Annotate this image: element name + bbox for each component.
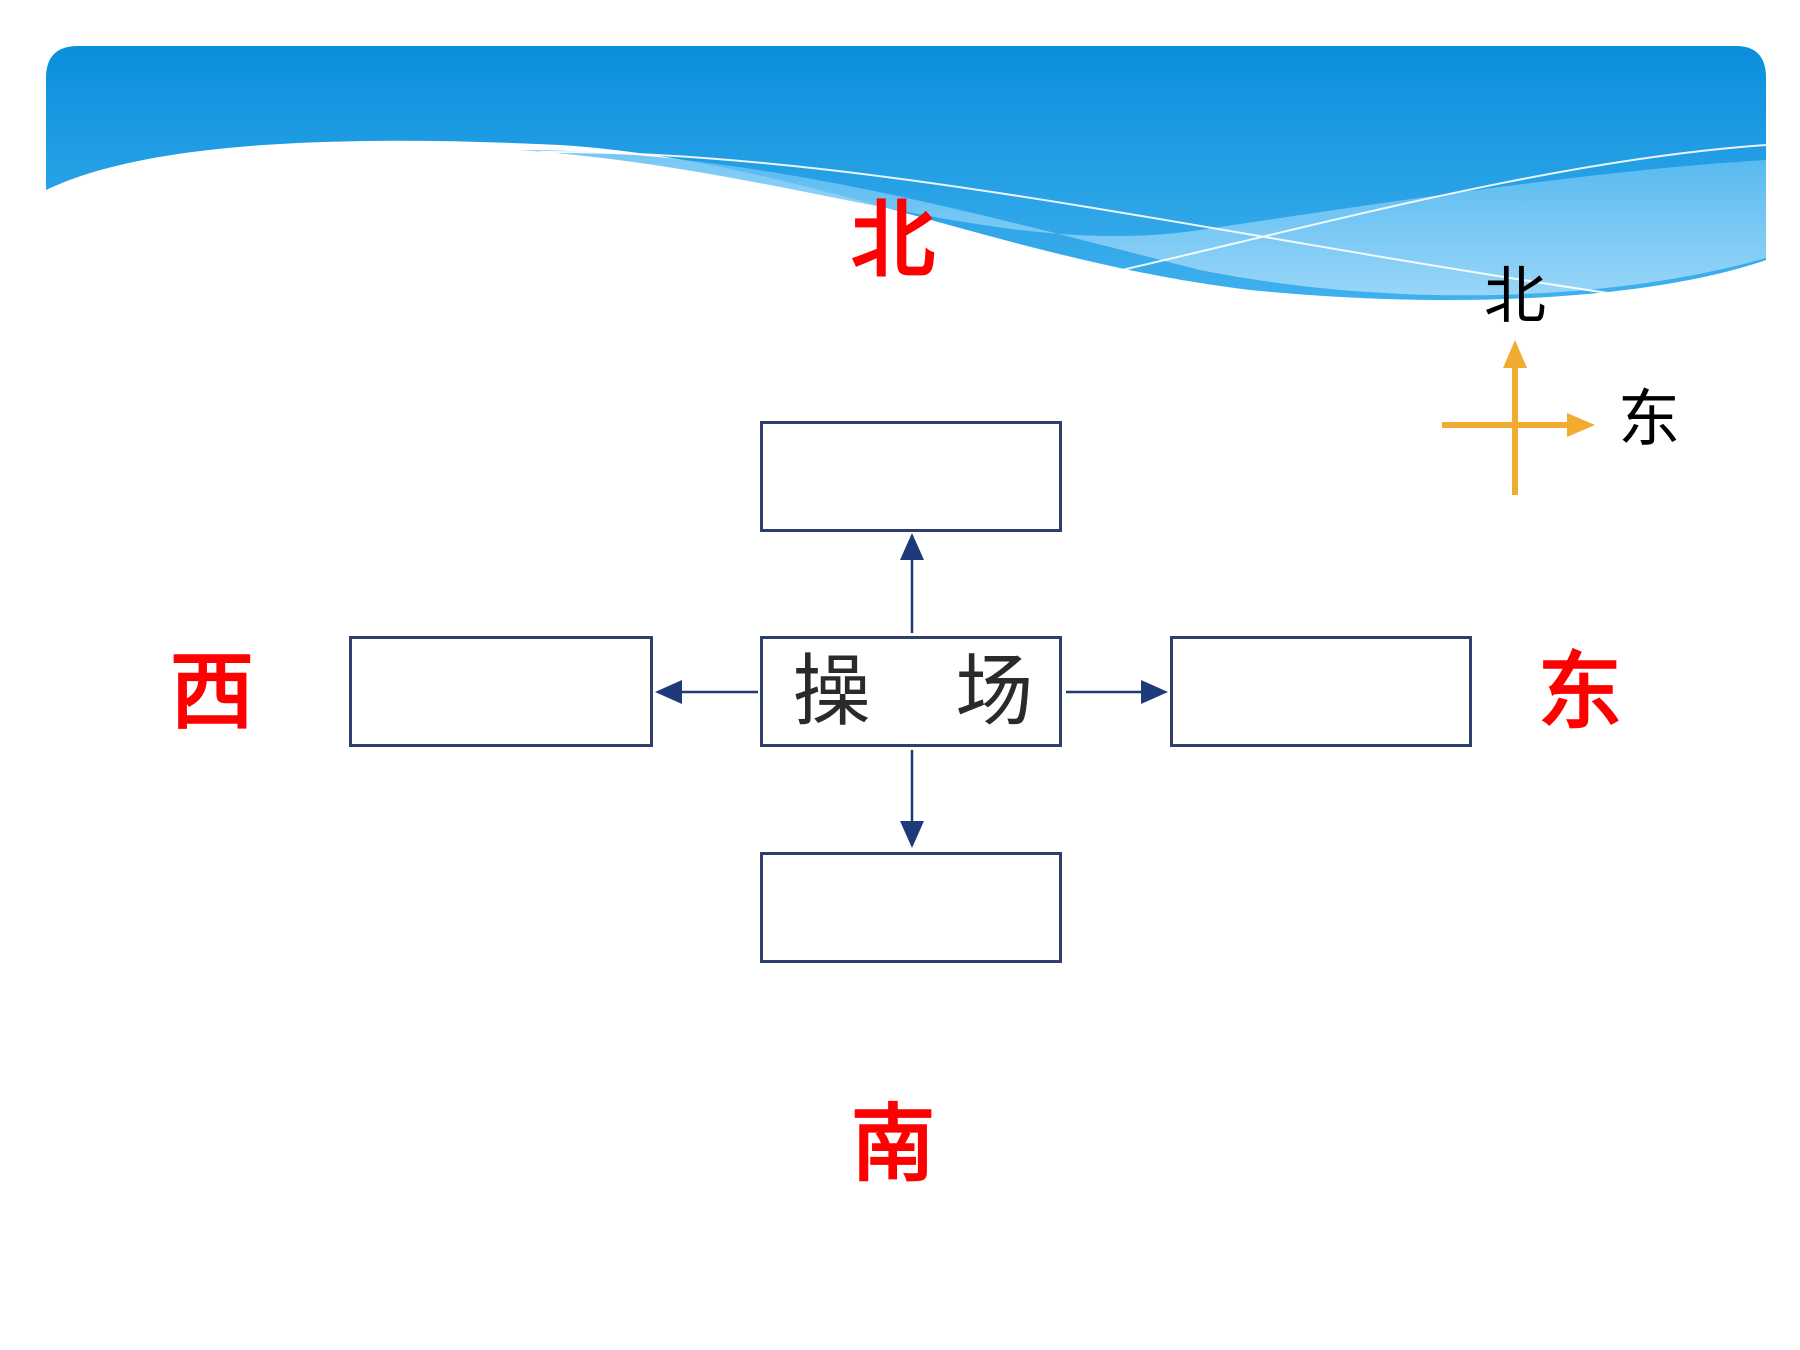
north-label: 北 <box>851 190 936 289</box>
south-label: 南 <box>851 1094 936 1193</box>
south-answer-box[interactable] <box>760 852 1062 963</box>
center-box: 操 场 <box>760 636 1062 747</box>
north-answer-box[interactable] <box>760 421 1062 532</box>
east-answer-box[interactable] <box>1170 636 1472 747</box>
center-box-label: 操 场 <box>792 647 1064 737</box>
west-answer-box[interactable] <box>349 636 653 747</box>
compass-north-label: 北 <box>1484 259 1547 332</box>
compass-east-label: 东 <box>1618 382 1681 455</box>
west-label: 西 <box>170 642 255 741</box>
header-wave-banner <box>46 46 1767 306</box>
east-label: 东 <box>1538 642 1623 741</box>
